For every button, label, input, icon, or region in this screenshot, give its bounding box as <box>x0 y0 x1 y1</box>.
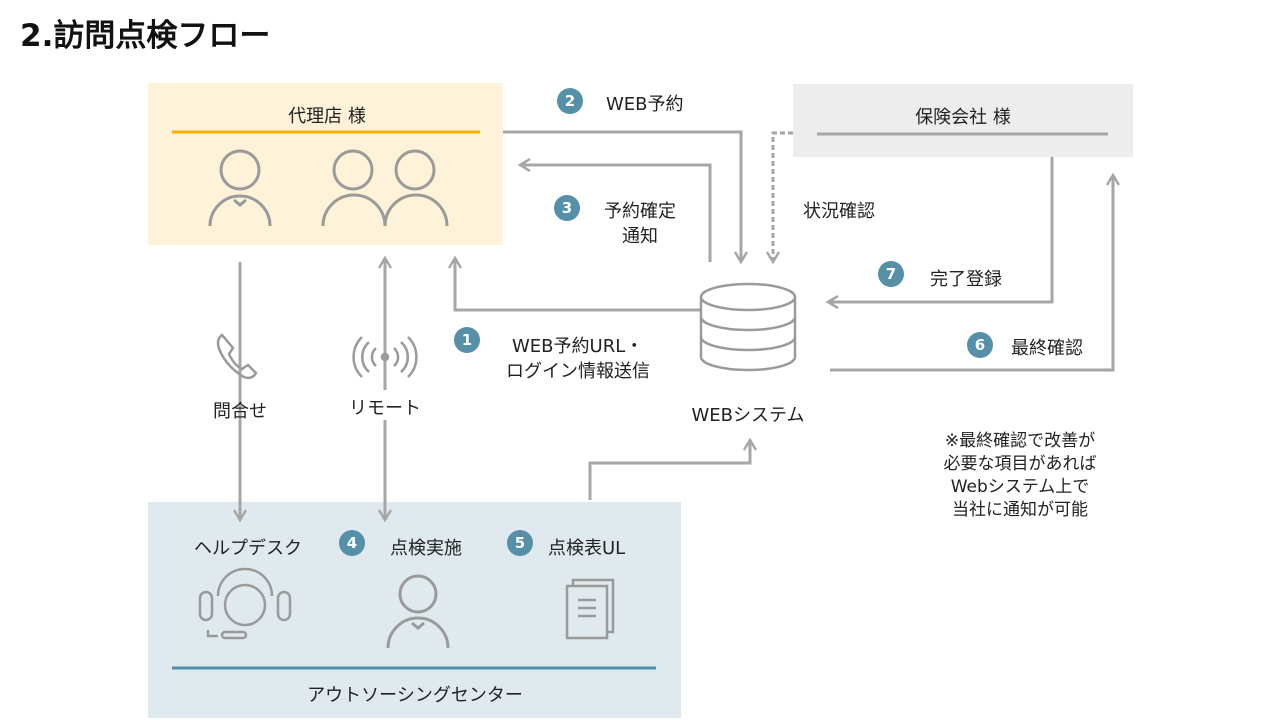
helpdesk-label: ヘルプデスク <box>194 538 302 559</box>
step1-label-line2: ログイン情報送信 <box>506 361 650 382</box>
group-icon <box>321 149 449 227</box>
arrow-upload <box>588 440 750 500</box>
insurer-box <box>793 84 1133 157</box>
arrow-web-reservation <box>503 130 741 262</box>
arrow-reservation-confirm <box>520 165 712 262</box>
insurer-label: 保険会社 様 <box>915 107 1011 128</box>
person-icon <box>208 149 272 227</box>
arrow-status-check <box>773 131 793 262</box>
document-icon <box>565 578 615 640</box>
step-badge-1: 1 <box>454 327 480 353</box>
arrow-url-send <box>455 258 700 312</box>
step3-label-line1: 予約確定 <box>604 201 676 222</box>
headset-icon <box>198 567 292 640</box>
staff-person-icon <box>386 574 450 649</box>
status-check-label: 状況確認 <box>803 201 875 222</box>
upload-label: 点検表UL <box>548 538 626 559</box>
database-icon <box>699 282 797 372</box>
step-badge-7: 7 <box>878 261 904 287</box>
remote-signal-icon <box>352 336 418 378</box>
arrow-final-check <box>830 175 1113 372</box>
step3-label-line2: 通知 <box>622 226 658 247</box>
step-badge-3: 3 <box>554 195 580 221</box>
phone-icon <box>216 333 258 380</box>
page-title: 2.訪問点検フロー <box>20 18 271 54</box>
inspection-label: 点検実施 <box>390 538 462 559</box>
note-line: 当社に通知が可能 <box>952 500 1088 520</box>
step-badge-2: 2 <box>557 88 583 114</box>
note-line: ※最終確認で改善が <box>944 431 1096 451</box>
note-line: 必要な項目があれば <box>943 454 1097 474</box>
remote-label: リモート <box>349 398 421 419</box>
outsourcing-box <box>148 502 681 718</box>
step6-label: 最終確認 <box>1011 338 1083 359</box>
step7-label: 完了登録 <box>930 269 1002 290</box>
step-badge-5: 5 <box>507 530 533 556</box>
outsourcing-label: アウトソーシングセンター <box>307 685 523 706</box>
arrow-completion <box>828 157 1054 302</box>
note-line: Webシステム上で <box>950 477 1090 497</box>
step-badge-4: 4 <box>339 530 365 556</box>
note: ※最終確認で改善が 必要な項目があれば Webシステム上で 当社に通知が可能 <box>944 430 1097 522</box>
step1-label-line1: WEB予約URL・ <box>512 336 644 357</box>
step2-label: WEB予約 <box>606 94 684 115</box>
step-badge-6: 6 <box>967 332 993 358</box>
inquiry-label: 問合せ <box>213 401 267 422</box>
system-label: WEBシステム <box>691 405 805 426</box>
agent-label: 代理店 様 <box>288 106 366 127</box>
